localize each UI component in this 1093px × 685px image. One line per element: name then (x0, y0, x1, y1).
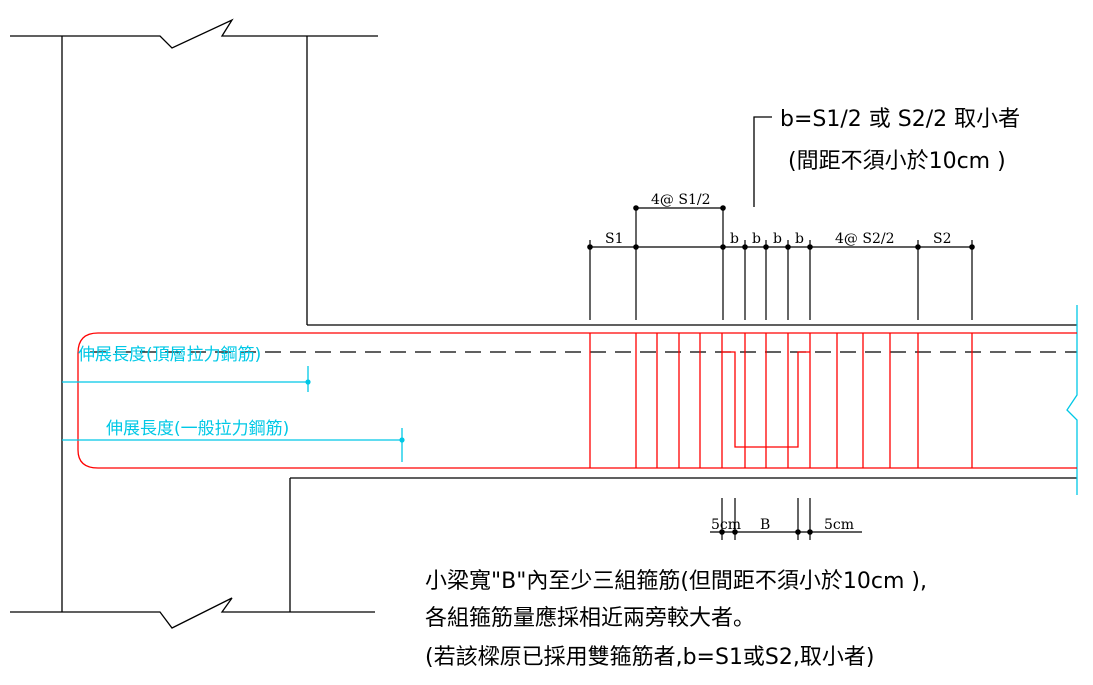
column-outline (10, 18, 378, 629)
dim-s2: S2 (933, 231, 952, 247)
secondary-beam-width-dimension: 5cm B 5cm (710, 498, 862, 540)
dev-length-general-label: 伸展長度(一般拉力鋼筋) (106, 419, 289, 439)
dim-s1: S1 (605, 231, 624, 247)
dim-5cm-right: 5cm (824, 517, 854, 533)
development-length-top: 伸展長度(頂層拉力鋼筋) (62, 345, 311, 392)
spacing-note-line2: (間距不須小於10cm ) (788, 149, 1006, 174)
dim-b-1: b (730, 231, 739, 247)
dim-4-s1-half: 4@ S1/2 (651, 192, 710, 208)
spacing-note: b=S1/2 或 S2/2 取小者 (間距不須小於10cm ) (753, 107, 1020, 207)
dim-b-2: b (752, 231, 761, 247)
stirrups (589, 333, 973, 468)
dim-4-s2-half: 4@ S2/2 (835, 231, 894, 247)
stirrup-requirement-note: 小梁寬"B"內至少三組箍筋(但間距不須小於10cm ), 各組箍筋量應採相近兩旁… (425, 569, 927, 670)
note-line1: 小梁寬"B"內至少三組箍筋(但間距不須小於10cm ), (425, 569, 927, 594)
dim-b-4: b (795, 231, 804, 247)
dim-5cm-left: 5cm (711, 517, 741, 533)
longitudinal-rebar (77, 332, 1077, 469)
section-break-right (1066, 305, 1078, 495)
note-line2: 各組箍筋量應採相近兩旁較大者。 (425, 605, 755, 631)
dev-length-top-label: 伸展長度(頂層拉力鋼筋) (78, 345, 261, 365)
dim-b-3: b (773, 231, 782, 247)
stirrup-dimensions: S1 4@ S1/2 b b b b 4@ S2/2 S2 (587, 192, 975, 320)
spacing-note-line1: b=S1/2 或 S2/2 取小者 (780, 107, 1020, 132)
note-line3: (若該樑原已採用雙箍筋者,b=S1或S2,取小者) (425, 645, 874, 670)
development-length-general: 伸展長度(一般拉力鋼筋) (62, 419, 405, 462)
beam-outline (90, 324, 1077, 479)
dim-b-width: B (760, 517, 770, 533)
